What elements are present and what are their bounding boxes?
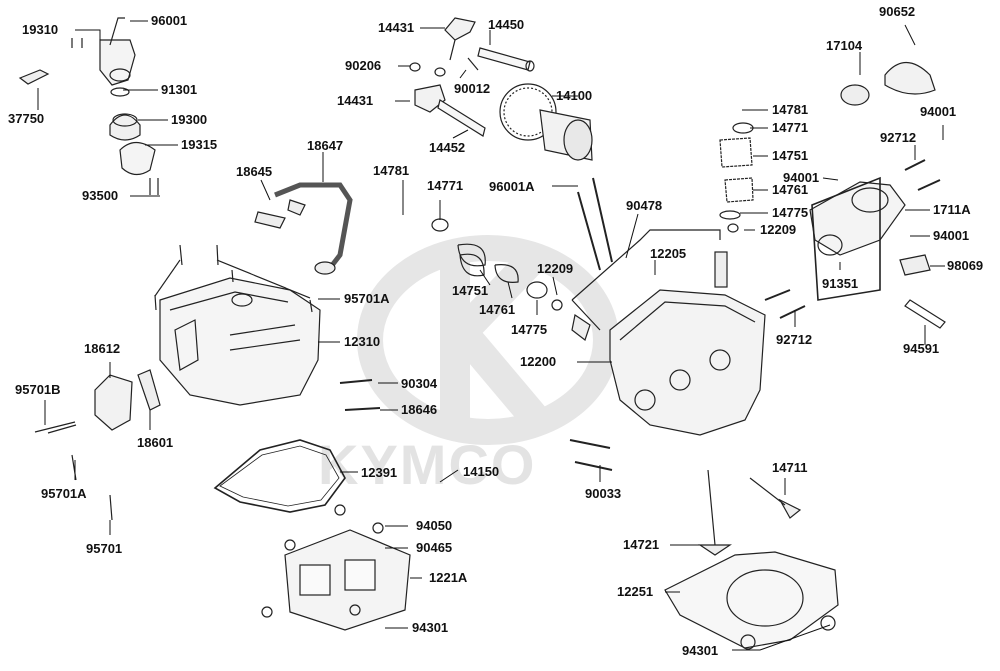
camshaft-drawing (499, 83, 593, 161)
leader-lines (37, 20, 945, 651)
kymco-watermark-text: KYMCO (318, 433, 537, 496)
part-label-94001-low[interactable]: 94001 (933, 228, 970, 243)
part-label-94301-right[interactable]: 94301 (682, 643, 719, 658)
part-label-14761-left[interactable]: 14761 (479, 302, 516, 317)
part-label-18645[interactable]: 18645 (236, 164, 273, 179)
side-parts-drawing (34, 369, 381, 521)
part-label-17104[interactable]: 17104 (826, 38, 863, 53)
part-label-14775-right[interactable]: 14775 (772, 205, 809, 220)
part-label-12200[interactable]: 12200 (520, 354, 557, 369)
part-label-12251[interactable]: 12251 (617, 584, 654, 599)
part-label-90478[interactable]: 90478 (626, 198, 663, 213)
part-label-94001-mid[interactable]: 94001 (783, 170, 820, 185)
part-label-12310[interactable]: 12310 (344, 334, 381, 349)
part-label-92712-top[interactable]: 92712 (880, 130, 917, 145)
part-label-14711[interactable]: 14711 (772, 460, 808, 475)
part-label-92712-bottom[interactable]: 92712 (776, 332, 813, 347)
part-label-96001A[interactable]: 96001A (489, 179, 535, 194)
thermostat-housing-drawing (18, 17, 159, 195)
studs-drawing (569, 159, 941, 471)
part-label-94001-top[interactable]: 94001 (920, 104, 957, 119)
part-label-37750[interactable]: 37750 (8, 111, 45, 126)
part-label-14721[interactable]: 14721 (623, 537, 660, 552)
part-label-95701[interactable]: 95701 (86, 541, 123, 556)
part-label-90012[interactable]: 90012 (454, 81, 491, 96)
intake-manifold-drawing (809, 61, 946, 329)
part-label-90206[interactable]: 90206 (345, 58, 382, 73)
cylinder-head-drawing (571, 229, 766, 436)
part-label-14771-left[interactable]: 14771 (427, 178, 464, 193)
part-label-12205[interactable]: 12205 (650, 246, 687, 261)
part-label-12209-left[interactable]: 12209 (537, 261, 574, 276)
rocker-arms-drawing (409, 17, 535, 137)
part-label-95701A-bottom[interactable]: 95701A (41, 486, 87, 501)
part-label-18612[interactable]: 18612 (84, 341, 121, 356)
part-label-91351[interactable]: 91351 (822, 276, 859, 291)
part-label-14775-left[interactable]: 14775 (511, 322, 548, 337)
part-label-94301-left[interactable]: 94301 (412, 620, 449, 635)
part-label-93500[interactable]: 93500 (82, 188, 119, 203)
part-label-14431-upper[interactable]: 14431 (378, 20, 415, 35)
part-label-14100[interactable]: 14100 (556, 88, 593, 103)
cover-bolts-drawing (154, 244, 313, 313)
part-label-14452[interactable]: 14452 (429, 140, 466, 155)
cover-gasket-drawing (213, 439, 346, 513)
part-label-18647[interactable]: 18647 (307, 138, 344, 153)
part-label-14450[interactable]: 14450 (488, 17, 525, 32)
part-label-96001[interactable]: 96001 (151, 13, 188, 28)
part-label-14150[interactable]: 14150 (463, 464, 500, 479)
part-label-18601[interactable]: 18601 (137, 435, 174, 450)
part-label-14431-lower[interactable]: 14431 (337, 93, 374, 108)
cylinder-gasket-drawing (664, 551, 839, 650)
part-label-14781-left[interactable]: 14781 (373, 163, 410, 178)
part-label-90465[interactable]: 90465 (416, 540, 453, 555)
part-label-90033[interactable]: 90033 (585, 486, 622, 501)
part-label-94050[interactable]: 94050 (416, 518, 453, 533)
part-label-12391[interactable]: 12391 (361, 465, 398, 480)
valve-springs-drawing (431, 122, 754, 311)
part-label-90304[interactable]: 90304 (401, 376, 438, 391)
part-label-19310[interactable]: 19310 (22, 22, 59, 37)
part-label-14751-left[interactable]: 14751 (452, 283, 489, 298)
part-label-95701B[interactable]: 95701B (15, 382, 61, 397)
part-label-14761-right[interactable]: 14761 (772, 182, 809, 197)
part-label-14771-right[interactable]: 14771 (772, 120, 809, 135)
breather-pipe-drawing (254, 182, 353, 275)
part-label-18646[interactable]: 18646 (401, 402, 438, 417)
part-label-14781-right[interactable]: 14781 (772, 102, 809, 117)
part-label-91301[interactable]: 91301 (161, 82, 198, 97)
part-label-90652[interactable]: 90652 (879, 4, 916, 19)
part-label-94591[interactable]: 94591 (903, 341, 940, 356)
part-label-12209-right[interactable]: 12209 (760, 222, 797, 237)
cylinder-head-cover-drawing (159, 277, 321, 406)
part-label-95701A-top[interactable]: 95701A (344, 291, 390, 306)
cam-holder-drawing (261, 504, 411, 631)
part-label-98069[interactable]: 98069 (947, 258, 984, 273)
part-label-14751-right[interactable]: 14751 (772, 148, 809, 163)
part-label-19315[interactable]: 19315 (181, 137, 218, 152)
valves-drawing (698, 469, 802, 556)
part-label-1711A[interactable]: 1711A (933, 202, 971, 217)
part-label-1221A[interactable]: 1221A (429, 570, 468, 585)
part-label-19300[interactable]: 19300 (171, 112, 208, 127)
